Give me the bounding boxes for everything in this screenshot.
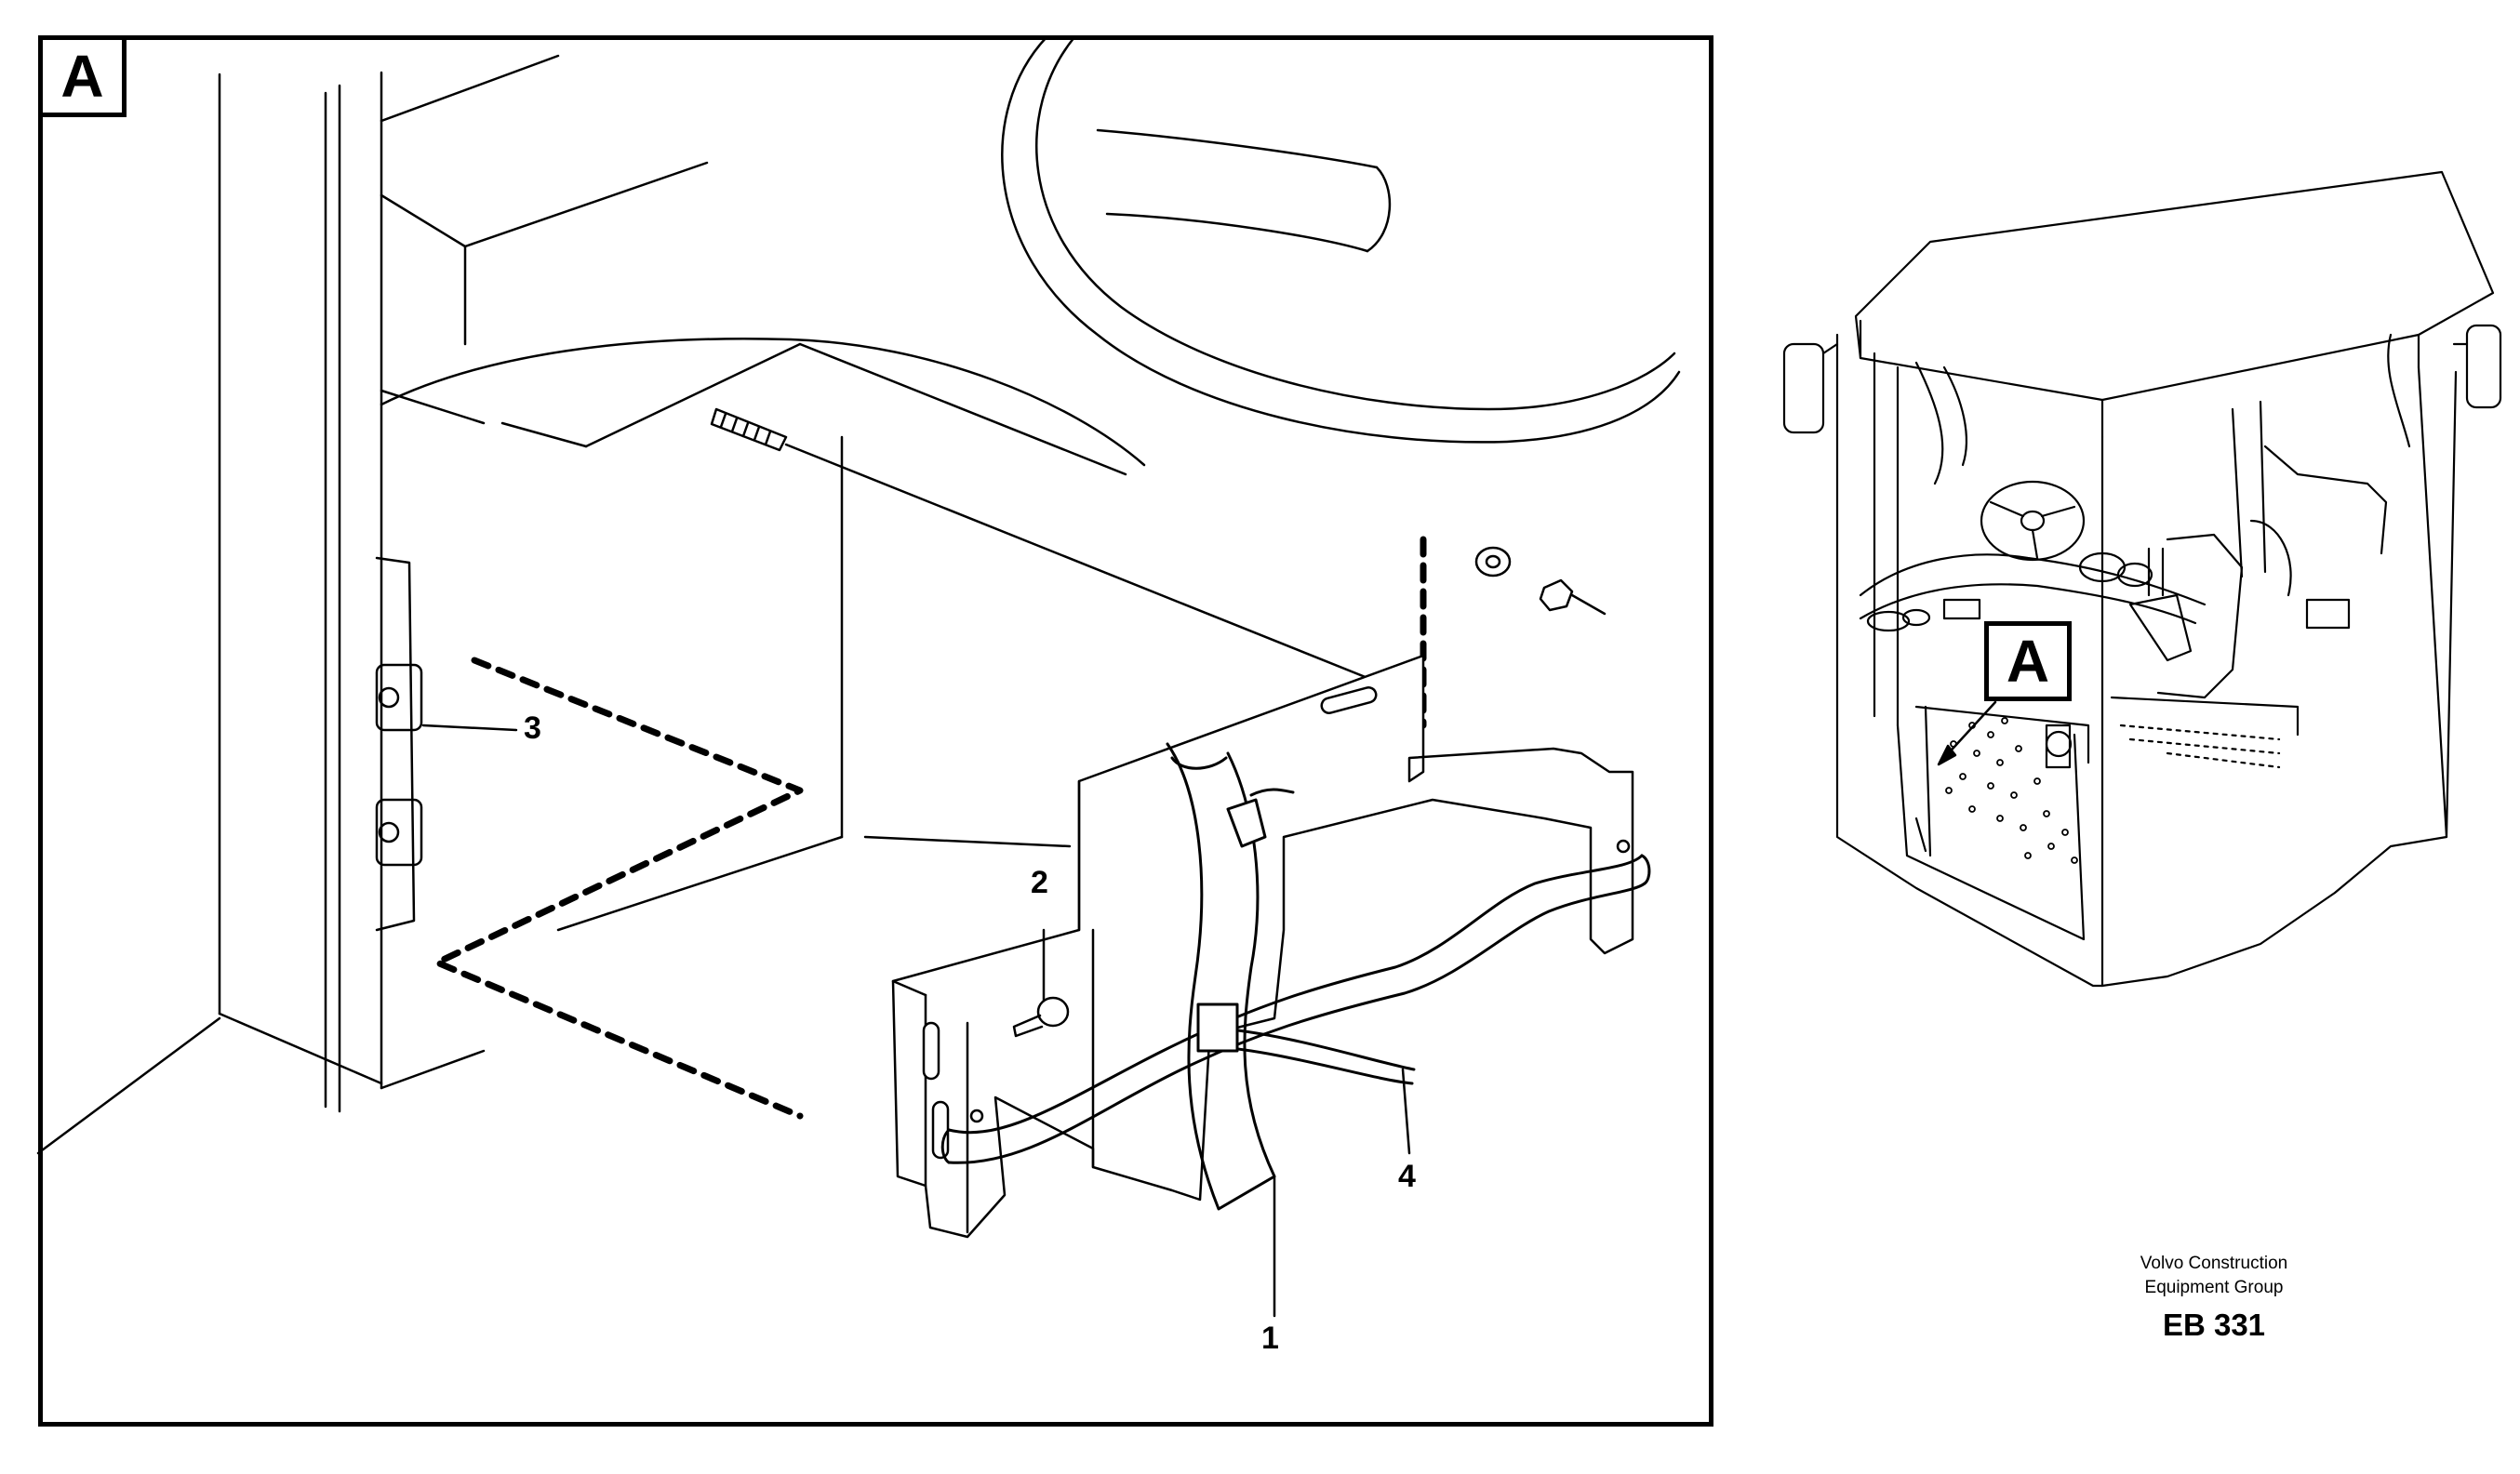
cab-interior-background xyxy=(36,35,1681,1155)
washer-and-nut xyxy=(1474,546,1607,616)
stud-bolt xyxy=(710,407,1407,695)
overview-floor-dots xyxy=(1945,717,2078,864)
callout-1: 1 xyxy=(1261,1321,1279,1356)
overview-view-letter: A xyxy=(2006,628,2050,695)
overview-view-label: A xyxy=(1984,621,2072,701)
detail-view-label: A xyxy=(38,35,127,117)
detail-view-frame xyxy=(38,35,1713,1427)
mounting-bracket xyxy=(891,654,1634,1239)
overview-leader xyxy=(1937,700,1997,766)
publisher-credit: Volvo Construction Equipment Group EB 33… xyxy=(2065,1252,2363,1343)
callout-leaders xyxy=(421,724,1411,1318)
credit-line-2: Equipment Group xyxy=(2144,1278,2284,1297)
drawing-reference: EB 331 xyxy=(2162,1308,2266,1342)
credit-line-1: Volvo Construction xyxy=(2140,1254,2288,1273)
callout-4: 4 xyxy=(1398,1159,1416,1194)
vertical-strap xyxy=(1166,742,1295,1211)
callout-3: 3 xyxy=(524,710,541,746)
detail-view-letter: A xyxy=(60,43,104,110)
callout-2: 2 xyxy=(1031,865,1048,900)
screw xyxy=(1012,928,1070,1038)
overview-cab-illustration xyxy=(1782,170,2502,988)
